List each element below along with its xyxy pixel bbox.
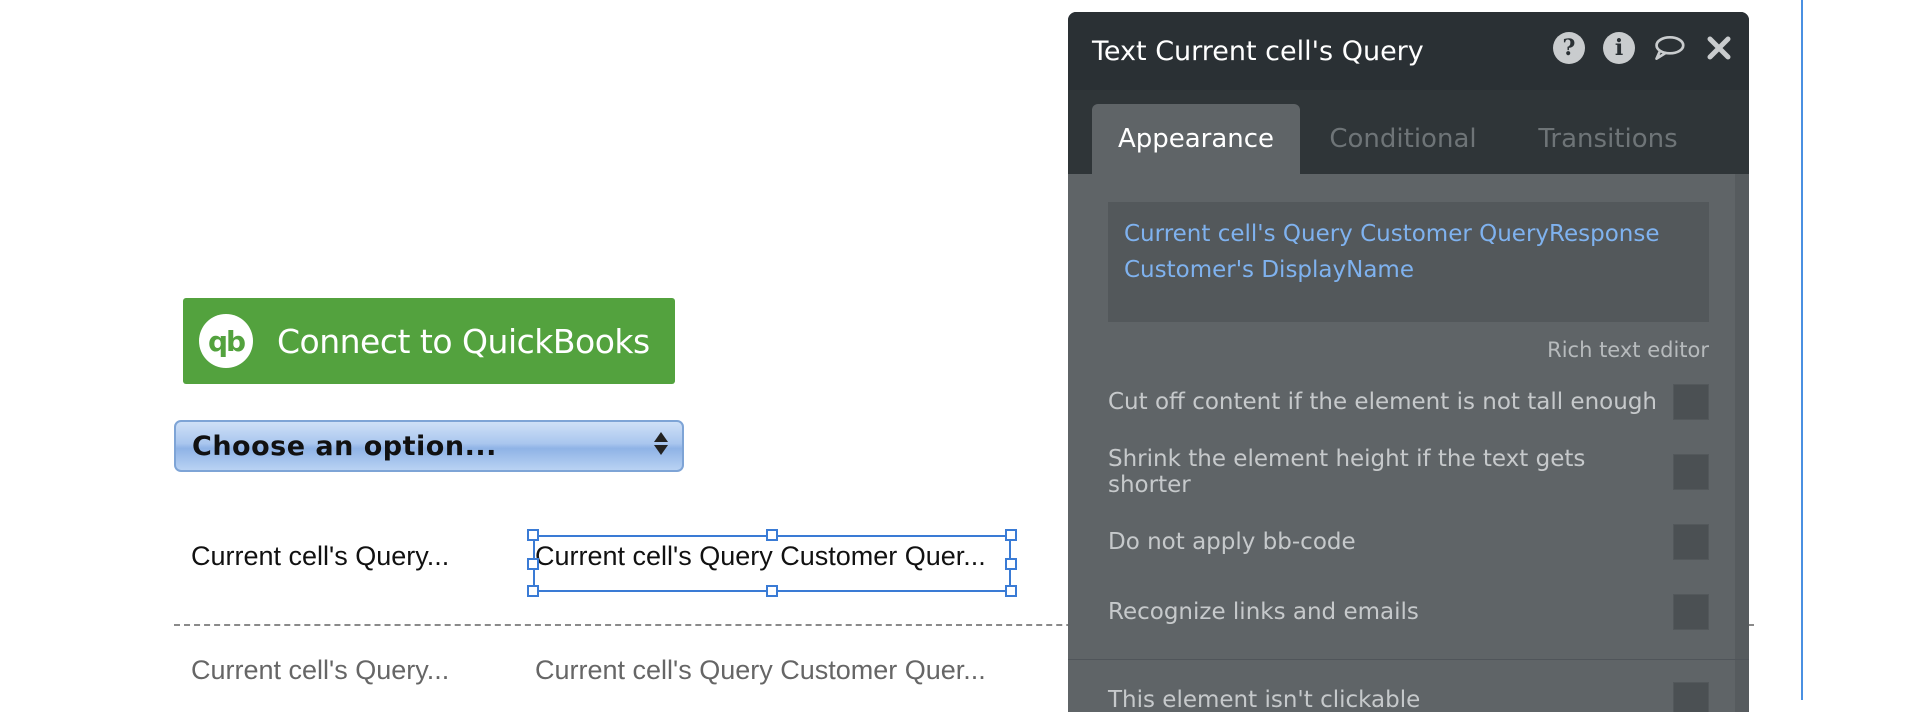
option-not-clickable[interactable]: This element isn't clickable xyxy=(1108,680,1709,712)
text-expression-editor[interactable]: Current cell's Query Customer QueryRespo… xyxy=(1108,202,1709,322)
info-icon[interactable]: i xyxy=(1603,32,1635,64)
option-shrink-height[interactable]: Shrink the element height if the text ge… xyxy=(1108,446,1709,498)
checkbox[interactable] xyxy=(1673,594,1709,630)
selection-box xyxy=(533,535,1011,592)
quickbooks-logo-text: qb xyxy=(207,324,246,358)
resize-handle-e[interactable] xyxy=(1005,558,1017,570)
option-label: Do not apply bb-code xyxy=(1108,529,1356,555)
panel-header[interactable]: Text Current cell's Query ? i xyxy=(1068,12,1749,90)
resize-handle-w[interactable] xyxy=(527,558,539,570)
panel-divider xyxy=(1068,659,1749,660)
option-label: Recognize links and emails xyxy=(1108,599,1419,625)
panel-title: Text Current cell's Query xyxy=(1092,35,1424,67)
tab-appearance[interactable]: Appearance xyxy=(1092,104,1300,174)
tab-transitions[interactable]: Transitions xyxy=(1538,124,1678,154)
rich-text-editor-link[interactable]: Rich text editor xyxy=(1547,338,1709,362)
resize-handle-s[interactable] xyxy=(766,585,778,597)
option-cut-off-content[interactable]: Cut off content if the element is not ta… xyxy=(1108,382,1709,422)
option-label: Shrink the element height if the text ge… xyxy=(1108,446,1586,498)
panel-scrollbar[interactable] xyxy=(1735,174,1749,712)
resize-handle-nw[interactable] xyxy=(527,529,539,541)
panel-tabs: Appearance Conditional Transitions xyxy=(1068,90,1749,174)
resize-handle-n[interactable] xyxy=(766,529,778,541)
resize-handle-sw[interactable] xyxy=(527,585,539,597)
checkbox[interactable] xyxy=(1673,384,1709,420)
repeating-group-row-divider xyxy=(174,624,1754,626)
comment-icon[interactable] xyxy=(1653,32,1685,64)
cell-query-customer-text[interactable]: Current cell's Query Customer Quer... xyxy=(535,541,986,571)
option-no-bb-code[interactable]: Do not apply bb-code xyxy=(1108,522,1709,562)
connect-quickbooks-label: Connect to QuickBooks xyxy=(277,321,650,361)
connect-quickbooks-button[interactable]: qb Connect to QuickBooks xyxy=(183,298,675,384)
tab-conditional[interactable]: Conditional xyxy=(1329,124,1477,154)
cell-query-text[interactable]: Current cell's Query... xyxy=(191,655,450,685)
help-icon[interactable]: ? xyxy=(1553,32,1585,64)
quickbooks-logo-icon: qb xyxy=(199,314,253,368)
cell-query-customer-text[interactable]: Current cell's Query Customer Quer... xyxy=(535,655,986,685)
option-recognize-links[interactable]: Recognize links and emails xyxy=(1108,592,1709,632)
resize-handle-ne[interactable] xyxy=(1005,529,1017,541)
checkbox[interactable] xyxy=(1673,524,1709,560)
panel-header-icons: ? i xyxy=(1535,32,1735,64)
cell-query-text[interactable]: Current cell's Query... xyxy=(191,541,450,571)
property-editor-panel: Text Current cell's Query ? i Appearan xyxy=(1068,12,1749,712)
page-boundary-line xyxy=(1801,0,1803,700)
checkbox[interactable] xyxy=(1673,682,1709,712)
checkbox[interactable] xyxy=(1673,454,1709,490)
resize-handle-se[interactable] xyxy=(1005,585,1017,597)
dynamic-expression[interactable]: Current cell's Query Customer QueryRespo… xyxy=(1124,221,1660,283)
dropdown-placeholder: Choose an option... xyxy=(192,430,497,462)
close-icon[interactable] xyxy=(1703,32,1735,64)
dropdown-arrows-icon xyxy=(654,432,668,455)
option-dropdown[interactable]: Choose an option... xyxy=(174,420,684,472)
option-label: Cut off content if the element is not ta… xyxy=(1108,389,1657,415)
